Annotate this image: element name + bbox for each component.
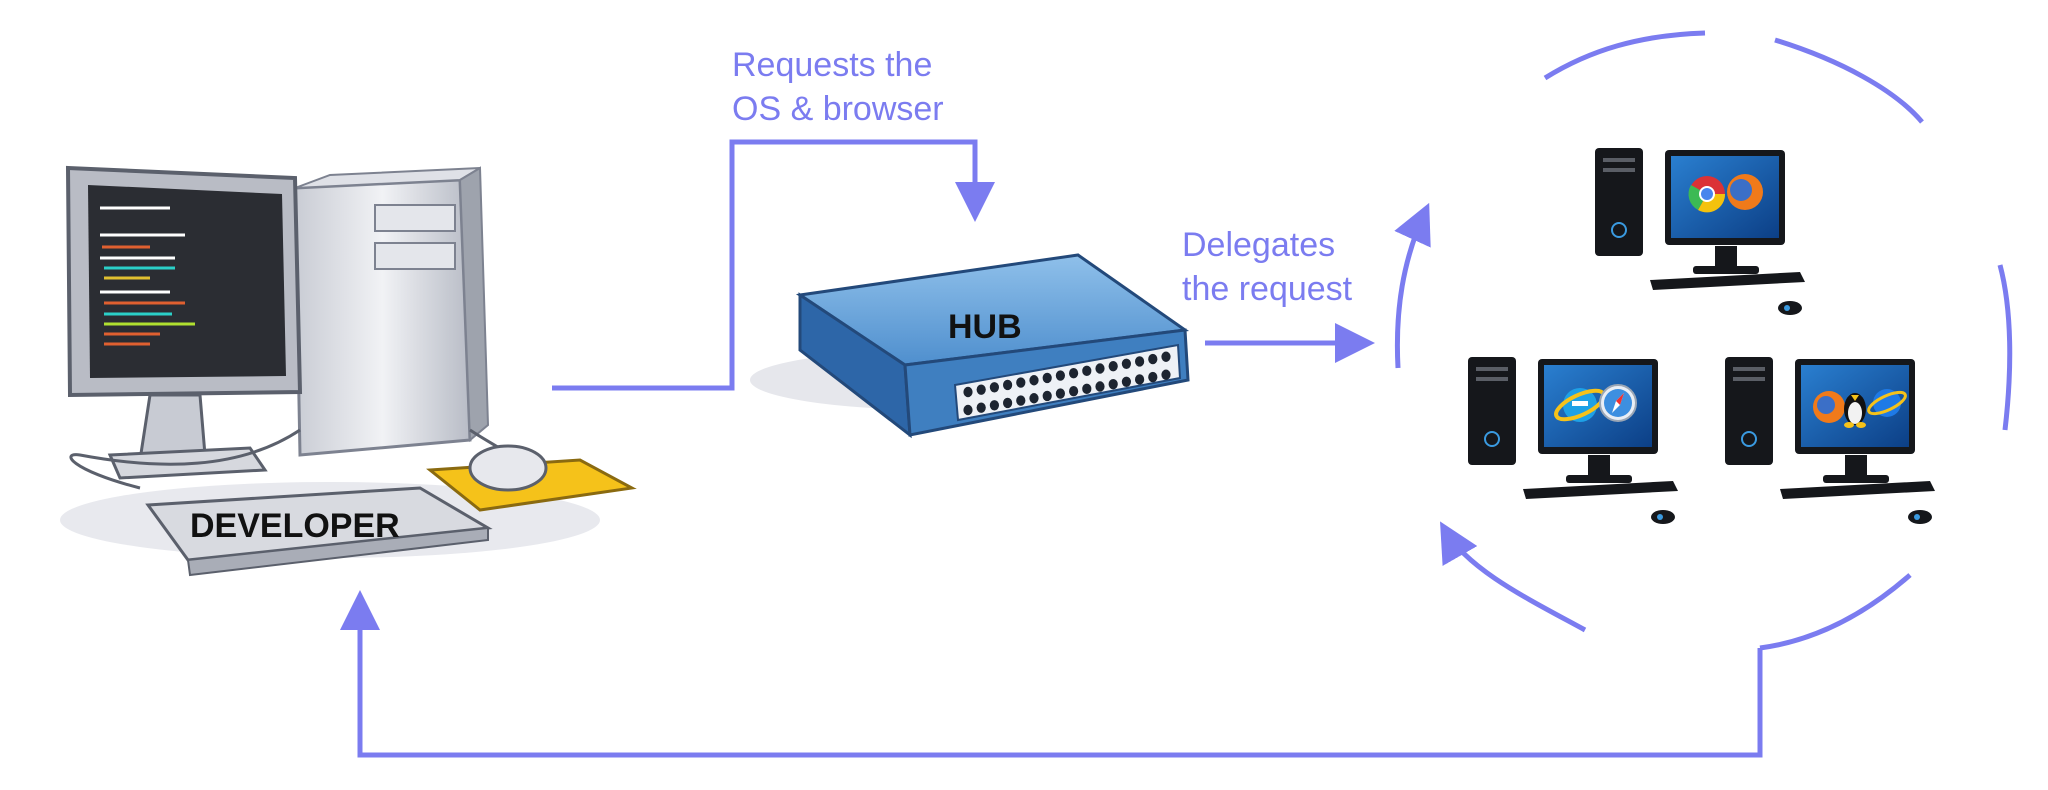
code-lines <box>100 206 195 346</box>
switch-port <box>963 386 973 398</box>
switch-port <box>1069 386 1079 397</box>
developer-computer-icon <box>60 165 637 577</box>
node-chrome-firefox <box>1595 148 1805 315</box>
delegate-label-line1: Delegates <box>1182 226 1335 264</box>
switch-port <box>1095 363 1105 374</box>
switch-port <box>1082 383 1092 395</box>
request-label-line2: OS & browser <box>732 90 944 128</box>
linux-penguin-icon <box>1844 393 1866 428</box>
switch-port <box>976 402 986 413</box>
switch-port <box>1082 365 1092 377</box>
switch-port <box>1161 369 1171 380</box>
switch-port <box>1069 368 1079 379</box>
switch-port <box>1135 374 1145 385</box>
safari-icon <box>1599 384 1637 422</box>
switch-port <box>1003 379 1013 391</box>
switch-port <box>989 400 1000 411</box>
node-firefox-linux <box>1725 357 1935 524</box>
request-label-line1: Requests the <box>732 46 932 84</box>
firefox-icon <box>1727 174 1763 210</box>
switch-port <box>976 384 986 395</box>
developer-label: DEVELOPER <box>190 507 400 545</box>
switch-port <box>1029 393 1039 404</box>
node-computer-icon <box>1468 357 1678 524</box>
node-computer-icon <box>1725 357 1935 524</box>
network-switch-icon <box>750 253 1190 439</box>
switch-port <box>1148 371 1158 383</box>
response-flow-line <box>340 590 1763 758</box>
switch-port <box>1042 372 1052 384</box>
switch-port <box>1121 358 1131 369</box>
switch-port <box>963 404 973 416</box>
switch-port <box>1148 353 1158 365</box>
switch-port <box>1055 370 1065 381</box>
switch-port <box>1095 381 1105 392</box>
firefox-icon <box>1813 391 1845 423</box>
chrome-icon <box>1688 176 1726 213</box>
node-ie-safari <box>1468 357 1678 524</box>
node-cycle-arcs <box>1394 30 2013 651</box>
switch-port <box>1135 356 1145 367</box>
switch-port <box>989 382 1000 393</box>
switch-port <box>1121 376 1131 387</box>
node-computer-icon <box>1595 148 1805 315</box>
switch-port <box>1003 397 1013 409</box>
switch-port <box>1108 360 1118 372</box>
switch-port <box>1108 378 1118 390</box>
switch-port <box>1029 375 1039 386</box>
switch-port <box>1042 390 1052 402</box>
switch-ports <box>963 351 1171 416</box>
windows-media-icon <box>1867 389 1907 417</box>
switch-port <box>1161 351 1171 362</box>
request-flow-line <box>552 139 995 391</box>
switch-port <box>1055 388 1065 399</box>
hub-label: HUB <box>948 308 1022 346</box>
switch-port <box>1016 377 1026 388</box>
delegate-label-line2: the request <box>1182 270 1353 308</box>
switch-port <box>1016 395 1026 406</box>
